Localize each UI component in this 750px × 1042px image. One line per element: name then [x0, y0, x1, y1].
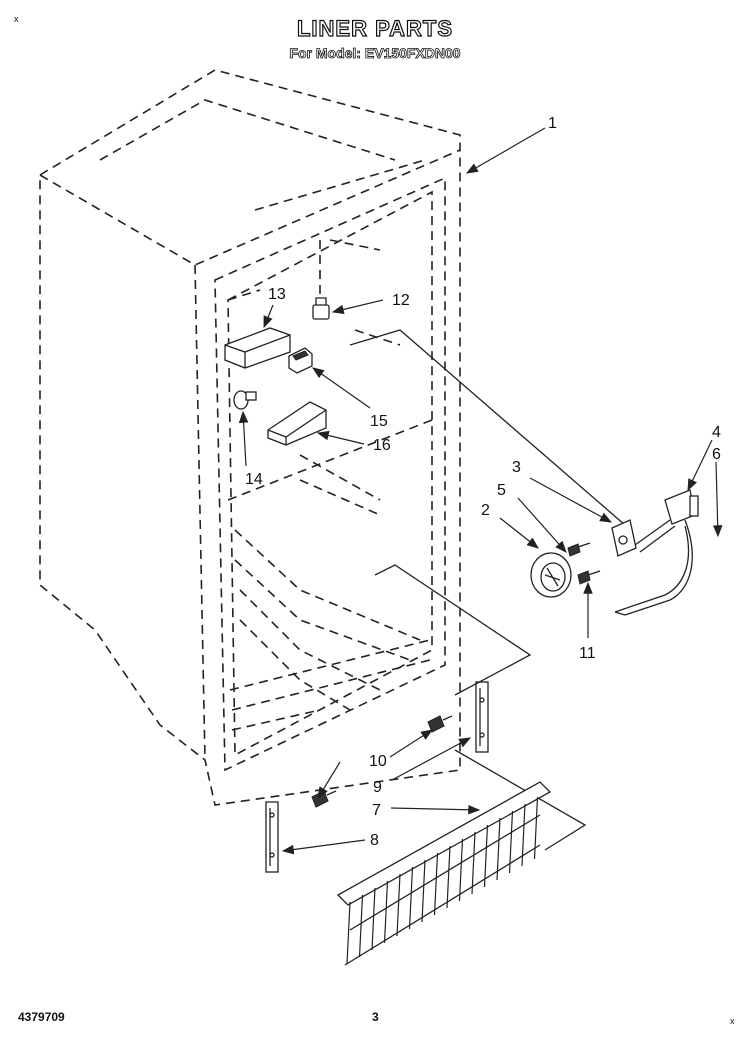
- shelf-wire: [433, 852, 439, 916]
- callout-14: 14: [245, 471, 263, 488]
- part-3-thermostat-bracket: [611, 519, 637, 557]
- model-subtitle: For Model: EV150FXDN00: [289, 45, 461, 62]
- shelf-wire: [371, 887, 376, 951]
- callout-9: 9: [373, 779, 382, 796]
- part-12-clip: [312, 297, 330, 320]
- callout-1: 1: [548, 115, 557, 132]
- callout-7: 7: [372, 802, 381, 819]
- callout-16: 16: [373, 437, 391, 454]
- callout-12: 12: [392, 292, 410, 309]
- callout-13: 13: [268, 286, 286, 303]
- shelf-wire: [496, 817, 501, 881]
- liner-body: [214, 176, 446, 772]
- part-7-wire-shelf: [336, 781, 552, 966]
- part-5-screw: [567, 542, 591, 557]
- corner-mark-bottom-right: x: [730, 1016, 735, 1026]
- part-11-screw: [577, 570, 601, 585]
- corner-mark-top-left: x: [14, 14, 19, 24]
- callout-10: 10: [369, 753, 387, 770]
- part-8-shelf-support-left: [265, 801, 279, 873]
- part-13-light-housing: [224, 327, 291, 369]
- cabinet-shell: [39, 69, 461, 806]
- shelf-wire: [533, 796, 539, 860]
- document-number: 4379709: [18, 1010, 65, 1024]
- shelf-guide-lines: [374, 564, 587, 851]
- callout-15: 15: [370, 413, 388, 430]
- shelf-wire: [421, 859, 426, 923]
- part-9-shelf-support-right: [475, 681, 489, 753]
- shelf-wire: [358, 894, 364, 958]
- callout-8: 8: [370, 832, 379, 849]
- shelf-wire: [521, 803, 526, 867]
- shelf-wire: [471, 831, 476, 895]
- shelf-wire: [346, 901, 351, 965]
- shelf-wires: [346, 796, 539, 965]
- shelf-wire: [483, 824, 489, 888]
- leader-lines: [238, 127, 723, 855]
- part-4-thermostat: [614, 489, 699, 616]
- thermostat-guide-line: [349, 329, 626, 526]
- callout-3: 3: [512, 459, 521, 476]
- part-2-thermostat-knob: [530, 552, 572, 598]
- part-6-tube: [687, 539, 720, 604]
- part-16-bracket: [267, 401, 327, 446]
- callout-labels: 1 2 3 4 5 6 7 8 9 10 11 12 13 14 15 16: [245, 115, 721, 849]
- shelf-wire: [408, 866, 414, 930]
- shelf-wire: [508, 810, 514, 874]
- part-15-light-socket: [288, 347, 313, 374]
- part-10-screw-lower: [311, 790, 337, 808]
- part-14-light-bulb: [233, 390, 257, 410]
- callout-5: 5: [497, 482, 506, 499]
- shelf-wire: [383, 880, 389, 944]
- callout-6: 6: [712, 446, 721, 463]
- shelf-wire: [396, 873, 401, 937]
- part-10-screw-upper: [427, 715, 453, 733]
- page-number: 3: [372, 1010, 379, 1024]
- shelf-wire: [446, 845, 451, 909]
- callout-11: 11: [579, 645, 596, 662]
- callout-2: 2: [481, 502, 490, 519]
- page-title: LINER PARTS: [296, 15, 454, 41]
- callout-4: 4: [712, 424, 721, 441]
- shelf-wire: [458, 838, 464, 902]
